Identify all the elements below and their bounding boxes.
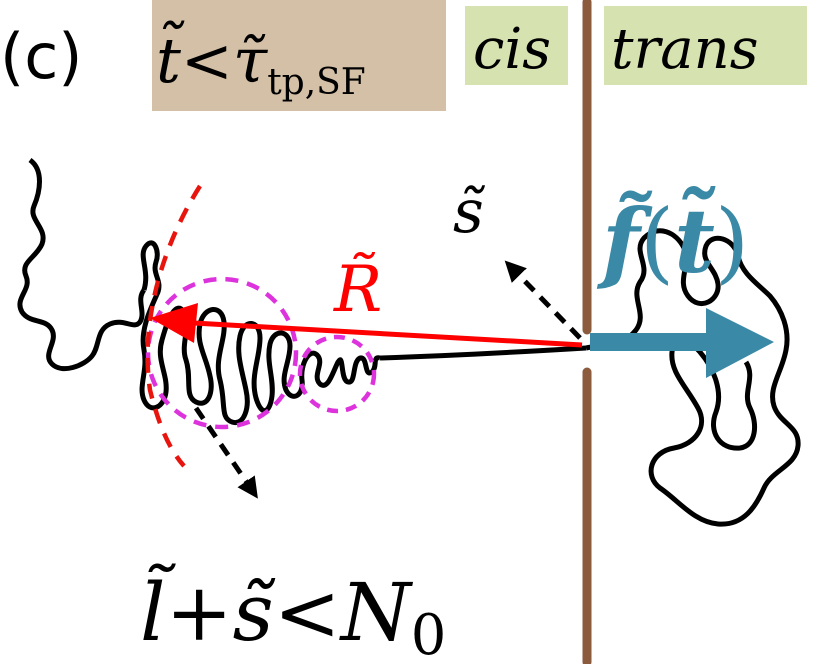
blob-circle-large xyxy=(145,276,299,430)
force-close-paren: ) xyxy=(715,190,749,293)
vector-R-label: R̃ xyxy=(333,252,382,327)
bottom-condition-label: l̃+s̃<N0 xyxy=(140,563,446,664)
polymer-cis-spiral xyxy=(139,240,381,425)
polymer-cis-loose-end xyxy=(17,157,147,371)
polymer-trans xyxy=(585,228,801,527)
time-condition-label: t̃<τ̃tp,SF xyxy=(156,20,366,103)
trans-label: trans xyxy=(611,17,758,82)
force-open-paren: ( xyxy=(640,190,674,293)
vector-s-arrow xyxy=(504,260,582,340)
time-subscript: tp,SF xyxy=(267,62,366,103)
vector-l-arrow xyxy=(193,406,258,499)
time-tau-symbol: τ̃ xyxy=(233,24,269,97)
cis-label: cis xyxy=(473,17,551,82)
trans-box xyxy=(604,6,807,85)
force-t-symbol: t̃ xyxy=(674,186,716,293)
cond-subscript: 0 xyxy=(411,603,447,664)
cond-N-symbol: N xyxy=(339,566,414,659)
blob-circle-small xyxy=(297,334,377,414)
polymer-stretched-segment xyxy=(379,345,587,361)
cond-s-symbol: s̃ xyxy=(233,566,276,659)
end-to-end-vector xyxy=(193,320,583,348)
time-condition-box xyxy=(152,0,446,111)
cond-lt-symbol: < xyxy=(274,566,341,659)
cond-plus-symbol: + xyxy=(166,566,233,659)
force-arrowhead xyxy=(706,308,774,378)
time-lt-symbol: < xyxy=(181,24,233,97)
cis-box xyxy=(465,6,568,85)
tension-front-arc xyxy=(145,184,202,468)
force-label: f̃(t̃) xyxy=(596,186,749,293)
time-t-symbol: t̃ xyxy=(156,20,185,97)
panel-label: (c) xyxy=(0,20,82,93)
end-to-end-arrowhead xyxy=(150,303,198,343)
vector-s-label: s̃ xyxy=(453,177,486,247)
